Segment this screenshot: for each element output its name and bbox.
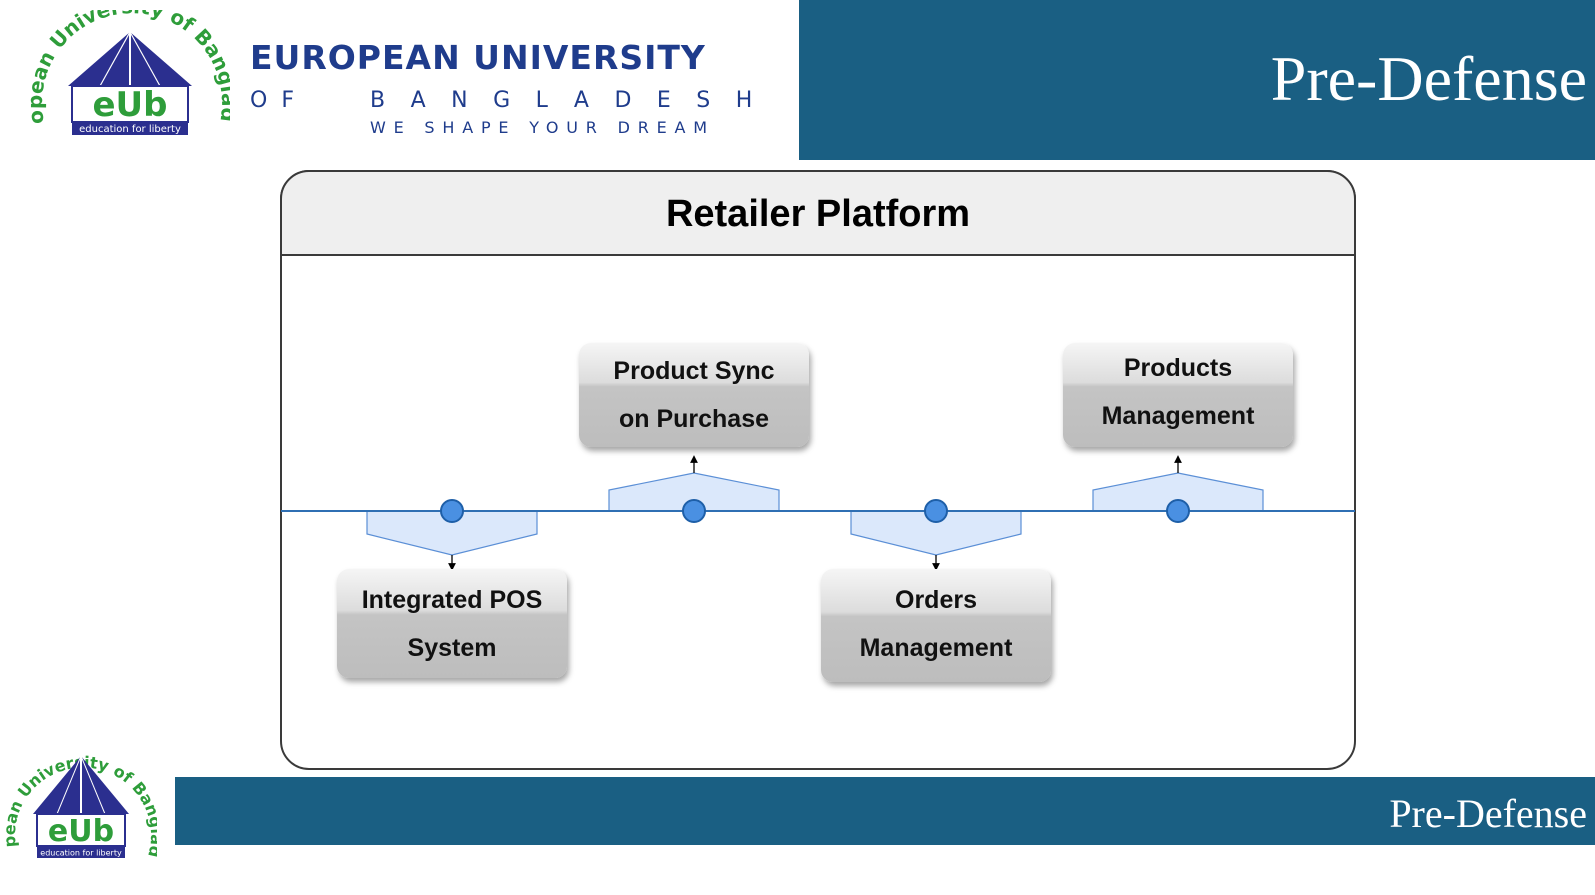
- platform-frame: [280, 170, 1356, 770]
- university-of: OF: [250, 88, 308, 113]
- junction-dot-product-sync: [682, 499, 706, 523]
- junction-dot-integrated-pos: [440, 499, 464, 523]
- svg-text:eUb: eUb: [48, 814, 114, 849]
- node-label-line: Product Sync: [613, 357, 775, 385]
- node-label-line: Management: [859, 634, 1013, 662]
- node-label-line: Integrated POS: [361, 586, 543, 614]
- node-orders-management-label: Orders Management: [821, 576, 1051, 672]
- diagram-title: Retailer Platform: [665, 193, 971, 235]
- node-label-line: Management: [1101, 402, 1255, 430]
- node-label-line: System: [407, 634, 497, 662]
- university-name-block: EUROPEAN UNIVERSITY OF BANGLADESH WE SHA…: [250, 38, 780, 138]
- node-products-management: [1063, 343, 1293, 447]
- node-product-sync: [579, 343, 809, 447]
- header-banner-title: Pre-Defense: [1270, 43, 1587, 114]
- node-product-sync-label: Product Sync on Purchase: [579, 347, 809, 443]
- footer-banner: Pre-Defense: [175, 777, 1595, 845]
- node-integrated-pos: [337, 569, 567, 678]
- node-integrated-pos-label: Integrated POS System: [337, 576, 567, 672]
- header-banner: Pre-Defense: [799, 0, 1595, 160]
- retailer-platform-diagram: Retailer Platform Integrated POS System …: [280, 170, 1356, 770]
- university-logo: European University of Bangladesh eUb ed…: [23, 0, 241, 140]
- footer-banner-title: Pre-Defense: [1389, 791, 1587, 836]
- university-tagline: WE SHAPE YOUR DREAM: [370, 118, 715, 137]
- node-orders-management: [821, 569, 1051, 682]
- node-label-line: on Purchase: [618, 405, 770, 433]
- platform-frame-header: [281, 171, 1355, 255]
- node-label-line: Orders: [895, 586, 977, 614]
- node-products-management-label: Products Management: [1063, 344, 1293, 440]
- svg-text:education for liberty: education for liberty: [40, 849, 122, 858]
- university-title: EUROPEAN UNIVERSITY: [250, 38, 706, 77]
- junction-dot-orders-management: [924, 499, 948, 523]
- university-country: BANGLADESH: [370, 88, 778, 113]
- svg-text:education for liberty: education for liberty: [79, 124, 181, 135]
- node-label-line: Products: [1123, 354, 1233, 382]
- junction-dot-products-management: [1166, 499, 1190, 523]
- svg-text:eUb: eUb: [92, 85, 167, 125]
- university-logo-footer: European University of Bangladesh eUb ed…: [0, 717, 166, 862]
